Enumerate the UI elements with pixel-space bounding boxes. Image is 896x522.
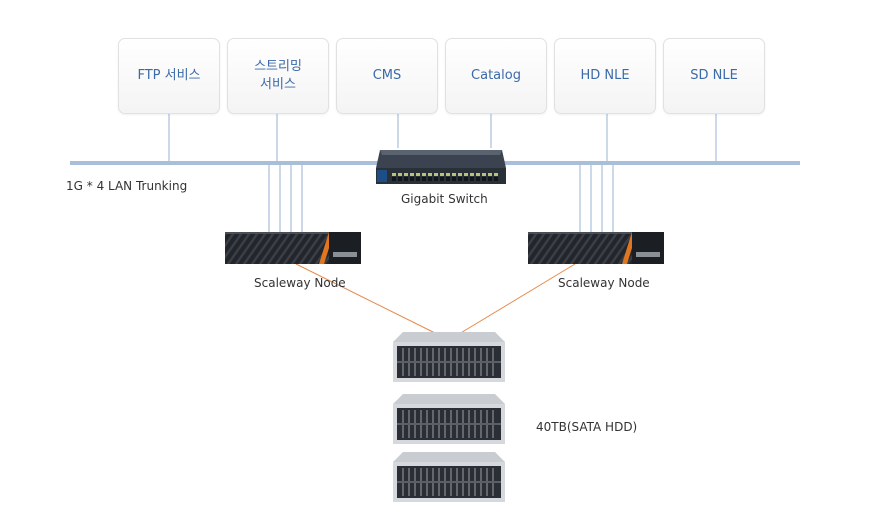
scaleway-node-device [528, 232, 664, 264]
node-label: Scaleway Node [254, 276, 346, 290]
service-label: FTP 서비스 [137, 68, 201, 83]
storage-array-device [393, 452, 505, 502]
service-streaming: 스트리밍 서비스 [227, 38, 329, 114]
storage-array-device [393, 394, 505, 444]
node-label: Scaleway Node [558, 276, 650, 290]
service-label: SD NLE [690, 68, 738, 83]
service-cms: CMS [336, 38, 438, 114]
switch-label: Gigabit Switch [401, 192, 488, 206]
trunk-label: 1G * 4 LAN Trunking [66, 179, 188, 193]
service-catalog: Catalog [445, 38, 547, 114]
service-label: HD NLE [580, 68, 630, 83]
service-hd-nle: HD NLE [554, 38, 656, 114]
storage-array-device [393, 332, 505, 382]
service-label: CMS [372, 68, 402, 83]
storage-label: 40TB(SATA HDD) [536, 420, 638, 434]
service-sd-nle: SD NLE [663, 38, 765, 114]
service-label: Catalog [471, 68, 521, 83]
trunk-lines-left [268, 165, 303, 232]
trunk-lines-right [579, 165, 614, 232]
scaleway-node-device [225, 232, 361, 264]
fiber-links [295, 263, 576, 335]
service-ftp: FTP 서비스 [118, 38, 220, 114]
gigabit-switch-device [376, 150, 506, 184]
service-drop-lines [168, 114, 717, 162]
service-label: 스트리밍 서비스 [254, 59, 302, 92]
